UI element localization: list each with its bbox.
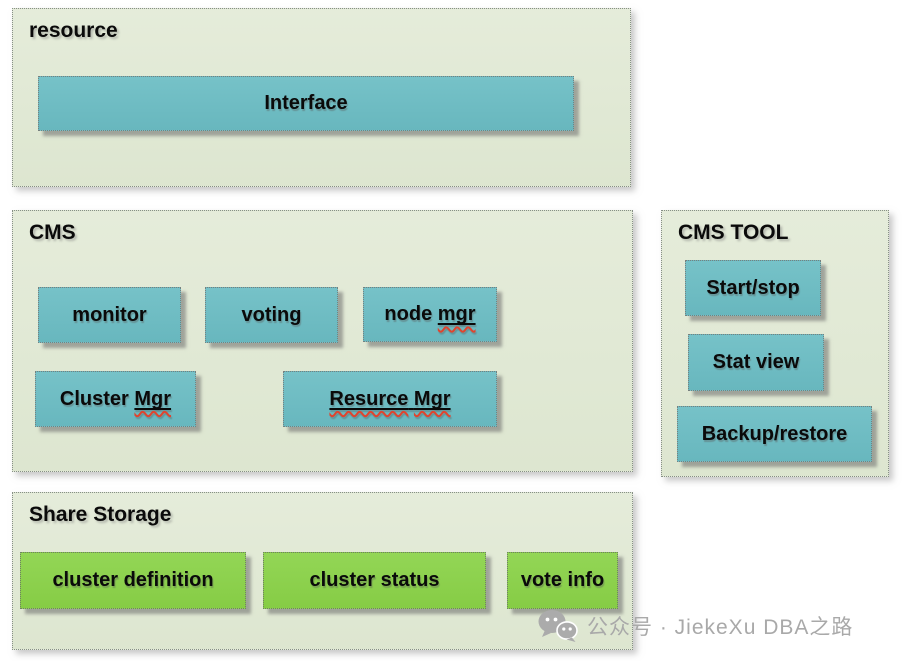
box-backup-restore: Backup/restore <box>677 406 872 462</box>
box-node-mgr: node mgr <box>363 287 497 342</box>
panel-cms-title: CMS <box>29 221 76 244</box>
box-cluster-mgr: Cluster Mgr <box>35 371 196 427</box>
box-interface: Interface <box>38 76 574 131</box>
panel-share-storage-title: Share Storage <box>29 503 172 526</box>
panel-cms-tool-title: CMS TOOL <box>678 221 789 244</box>
watermark: 公众号 · JiekeXu DBA之路 <box>538 606 853 646</box>
wechat-icon <box>538 610 578 642</box>
box-monitor: monitor <box>38 287 181 343</box>
box-voting: voting <box>205 287 338 343</box>
watermark-text: 公众号 · JiekeXu DBA之路 <box>587 616 854 639</box>
box-resurce-mgr: Resurce Mgr <box>283 371 497 427</box>
box-cluster-definition: cluster definition <box>20 552 246 609</box>
panel-resource-title: resource <box>29 19 118 42</box>
box-cluster-status: cluster status <box>263 552 486 609</box>
box-vote-info: vote info <box>507 552 618 609</box>
box-start-stop: Start/stop <box>685 260 821 316</box>
box-stat-view: Stat view <box>688 334 824 391</box>
